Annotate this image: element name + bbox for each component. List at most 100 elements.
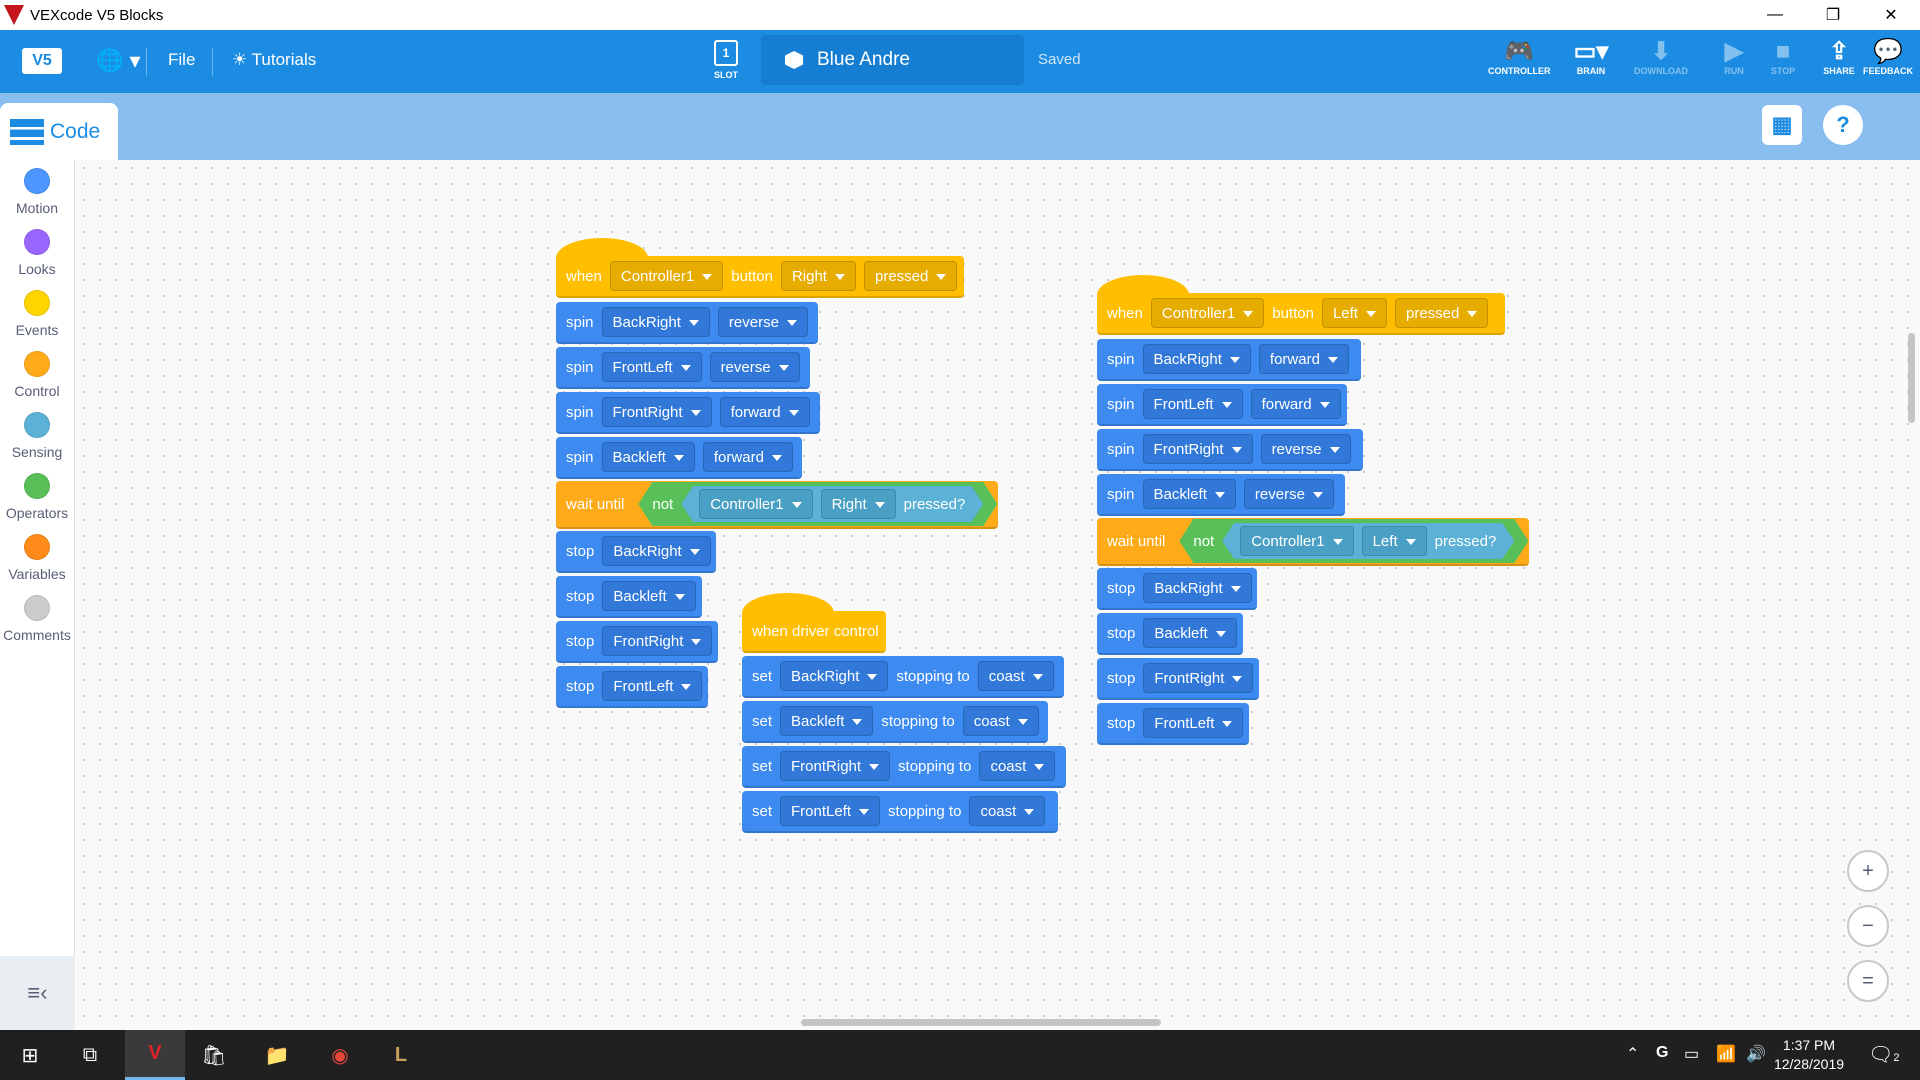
volume-icon[interactable]: 🔊 [1746, 1046, 1766, 1063]
controller-button[interactable]: 🎮CONTROLLER [1488, 38, 1551, 76]
direction-dropdown[interactable]: reverse [1243, 479, 1334, 509]
stopping-mode-dropdown[interactable]: coast [962, 706, 1039, 736]
controller-dropdown[interactable]: Controller1 [1150, 298, 1265, 328]
when-controller-button-block[interactable]: when Controller1 button Right pressed [556, 256, 964, 298]
logitech-g-icon[interactable]: G [1656, 1044, 1669, 1061]
category-motion[interactable]: Motion [0, 160, 74, 221]
close-button[interactable]: ✕ [1884, 7, 1898, 24]
file-menu[interactable]: File [168, 50, 196, 69]
brain-button[interactable]: ▭▾BRAIN [1560, 38, 1622, 76]
motor-dropdown[interactable]: FrontRight [1143, 663, 1254, 693]
controller-pressed-sensing-block[interactable]: Controller1 Left pressed? [1222, 523, 1514, 559]
project-name-field[interactable]: Blue Andre [761, 35, 1024, 85]
motor-dropdown[interactable]: FrontRight [602, 626, 713, 656]
motor-dropdown[interactable]: FrontLeft [780, 796, 881, 826]
file-explorer-icon[interactable]: 📁 [264, 1044, 290, 1067]
system-clock[interactable]: 1:37 PM 12/28/2019 [1772, 1036, 1846, 1074]
wifi-icon[interactable]: 📶 [1716, 1046, 1736, 1063]
motor-dropdown[interactable]: FrontRight [601, 397, 712, 427]
store-icon[interactable]: 🛍 [201, 1044, 227, 1067]
zoom-reset-icon[interactable]: = [1847, 960, 1889, 1002]
slot-selector[interactable]: 1 SLOT [710, 40, 742, 80]
wait-until-block[interactable]: wait until not Controller1 Left pressed? [1097, 518, 1529, 566]
vertical-scrollbar[interactable] [1908, 333, 1915, 423]
battery-icon[interactable]: ▭ [1684, 1046, 1700, 1063]
direction-dropdown[interactable]: forward [1250, 389, 1341, 419]
horizontal-scrollbar[interactable] [801, 1019, 1161, 1026]
show-hidden-icons-icon[interactable]: ⌃ [1626, 1046, 1640, 1063]
task-view-icon[interactable]: ⧉ [82, 1043, 98, 1066]
direction-dropdown[interactable]: forward [1258, 344, 1349, 374]
direction-dropdown[interactable]: reverse [717, 307, 808, 337]
zoom-in-icon[interactable]: + [1847, 850, 1889, 892]
motor-dropdown[interactable]: FrontRight [780, 751, 891, 781]
chrome-icon[interactable]: ◉ [331, 1044, 349, 1067]
controller-dropdown[interactable]: Controller1 [609, 261, 724, 291]
action-dropdown[interactable]: pressed [863, 261, 958, 291]
tutorials-menu[interactable]: ☀ Tutorials [232, 50, 316, 70]
category-control[interactable]: Control [0, 343, 74, 404]
stopping-mode-dropdown[interactable]: coast [969, 796, 1046, 826]
direction-dropdown[interactable]: forward [702, 442, 793, 472]
share-button[interactable]: ⇪SHARE [1808, 38, 1870, 76]
when-controller-button-block[interactable]: when Controller1 button Left pressed [1097, 293, 1505, 335]
minimize-button[interactable]: — [1767, 6, 1783, 23]
motor-dropdown[interactable]: FrontLeft [601, 352, 702, 382]
download-button[interactable]: ⬇DOWNLOAD [1630, 38, 1692, 76]
feedback-button[interactable]: 💬FEEDBACK [1857, 38, 1919, 76]
blocks-workspace[interactable]: when Controller1 button Right pressed sp… [76, 160, 1920, 1030]
zoom-out-icon[interactable]: − [1847, 905, 1889, 947]
motor-dropdown[interactable]: BackRight [602, 536, 711, 566]
direction-dropdown[interactable]: reverse [1260, 434, 1351, 464]
motor-dropdown[interactable]: Backleft [601, 442, 695, 472]
motor-dropdown[interactable]: Backleft [780, 706, 874, 736]
device-info-button[interactable]: ▦ [1762, 105, 1802, 145]
not-operator-block[interactable]: not Controller1 Right pressed? [638, 482, 997, 526]
direction-dropdown[interactable]: forward [719, 397, 810, 427]
league-client-icon[interactable]: L [394, 1043, 408, 1066]
stopping-mode-dropdown[interactable]: coast [979, 751, 1056, 781]
controller-dropdown[interactable]: Controller1 [699, 489, 812, 519]
motor-dropdown[interactable]: FrontRight [1142, 434, 1253, 464]
help-button[interactable]: ? [1823, 105, 1863, 145]
controller-pressed-sensing-block[interactable]: Controller1 Right pressed? [681, 486, 983, 522]
direction-dropdown[interactable]: reverse [709, 352, 800, 382]
motor-dropdown[interactable]: FrontLeft [1143, 708, 1244, 738]
category-comments[interactable]: Comments [0, 587, 74, 648]
category-looks[interactable]: Looks [0, 221, 74, 282]
motor-dropdown[interactable]: BackRight [780, 661, 889, 691]
motor-dropdown[interactable]: FrontLeft [1142, 389, 1243, 419]
category-operators[interactable]: Operators [0, 465, 74, 526]
wait-until-block[interactable]: wait until not Controller1 Right pressed… [556, 481, 998, 529]
motor-dropdown[interactable]: BackRight [601, 307, 710, 337]
category-variables[interactable]: Variables [0, 526, 74, 587]
button-dropdown[interactable]: Right [821, 489, 896, 519]
tab-code[interactable]: Code [0, 103, 118, 160]
when-driver-control-block[interactable]: when driver control [742, 611, 886, 653]
stopping-mode-dropdown[interactable]: coast [977, 661, 1054, 691]
button-dropdown[interactable]: Left [1321, 298, 1387, 328]
motor-dropdown[interactable]: Backleft [1142, 479, 1236, 509]
controller-dropdown[interactable]: Controller1 [1240, 526, 1353, 556]
motor-dropdown[interactable]: BackRight [1142, 344, 1251, 374]
category-sensing[interactable]: Sensing [0, 404, 74, 465]
stop-button[interactable]: ■STOP [1752, 38, 1814, 76]
